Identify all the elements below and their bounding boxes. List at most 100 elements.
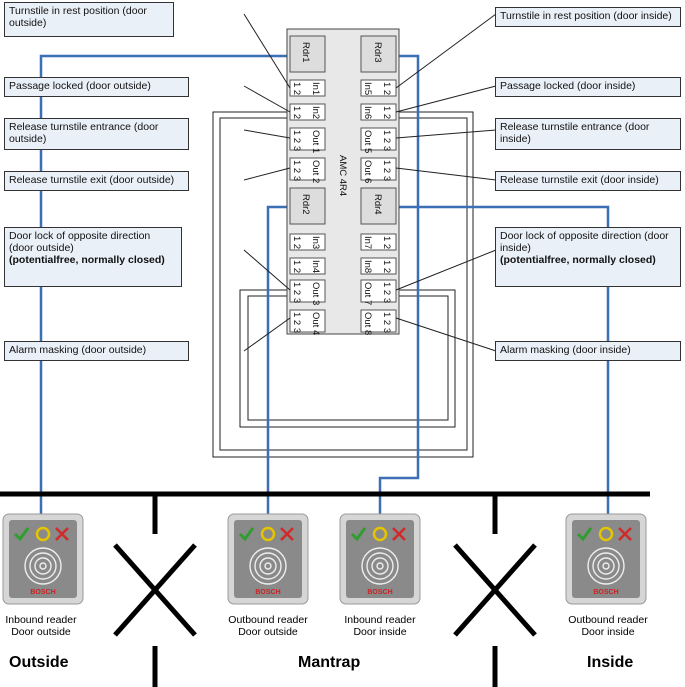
terminal-in1: In1 xyxy=(310,82,321,95)
pins-out4: 1 2 3 xyxy=(291,312,302,333)
label-door-lock-outside: Door lock of opposite direction (door ou… xyxy=(4,227,182,287)
controller-title: AMC 4R4 xyxy=(337,155,348,196)
label-turnstile-rest-outside: Turnstile in rest position (door outside… xyxy=(4,2,174,37)
pins-out1: 1 2 3 xyxy=(291,130,302,151)
terminal-out3: Out 3 xyxy=(310,282,321,305)
pins-out6: 1 2 3 xyxy=(381,160,392,181)
terminal-out7: Out 7 xyxy=(362,282,373,305)
pins-in7: 1 2 xyxy=(381,236,392,249)
zone-inside: Inside xyxy=(587,654,634,671)
rdr4-label: Rdr4 xyxy=(372,194,383,215)
reader-caption-4: Outbound reader Door inside xyxy=(553,614,663,638)
pins-in3: 1 2 xyxy=(291,236,302,249)
terminal-out8: Out 8 xyxy=(362,312,373,335)
wire-outbound-outside xyxy=(266,205,290,515)
terminal-out4: Out 4 xyxy=(310,312,321,335)
card-reader-4: BOSCH xyxy=(565,513,647,605)
reader-2-line2: Door outside xyxy=(238,626,298,638)
label-passage-locked-inside: Passage locked (door inside) xyxy=(495,77,681,97)
label-release-exit-inside: Release turnstile exit (door inside) xyxy=(495,171,681,191)
reader-caption-1: Inbound reader Door outside xyxy=(0,614,96,638)
reader-4-line1: Outbound reader xyxy=(568,614,648,626)
terminal-out1: Out 1 xyxy=(310,130,321,153)
terminal-in6: In6 xyxy=(362,106,373,119)
deny-icon xyxy=(618,527,632,541)
brand-logo: BOSCH xyxy=(367,589,392,596)
pins-out8: 1 2 3 xyxy=(381,312,392,333)
pins-in4: 1 2 xyxy=(291,260,302,273)
wait-icon xyxy=(598,526,614,542)
terminal-in2: In2 xyxy=(310,106,321,119)
reader-4-line2: Door inside xyxy=(581,626,635,638)
wait-icon xyxy=(35,526,51,542)
terminal-in8: In8 xyxy=(362,260,373,273)
wire-outbound-inside xyxy=(396,205,610,515)
zone-outside: Outside xyxy=(9,654,69,671)
wire-inbound-inside xyxy=(378,54,420,515)
label-turnstile-rest-inside: Turnstile in rest position (door inside) xyxy=(495,7,681,27)
door-lock-inside-text: Door lock of opposite direction (door in… xyxy=(500,230,669,254)
check-icon xyxy=(13,527,30,542)
card-reader-1: BOSCH xyxy=(2,513,84,605)
pins-in8: 1 2 xyxy=(381,260,392,273)
terminal-in7: In7 xyxy=(362,236,373,249)
deny-icon xyxy=(392,527,406,541)
rfid-icon xyxy=(361,547,399,585)
rdr4-block xyxy=(360,187,397,225)
check-icon xyxy=(576,527,593,542)
wait-icon xyxy=(372,526,388,542)
label-passage-locked-outside: Passage locked (door outside) xyxy=(4,77,189,97)
card-reader-2: BOSCH xyxy=(227,513,309,605)
reader-2-line1: Outbound reader xyxy=(228,614,308,626)
rdr3-label: Rdr3 xyxy=(372,42,383,63)
terminal-in5: In5 xyxy=(362,82,373,95)
terminal-out5: Out 5 xyxy=(362,130,373,153)
label-release-entrance-inside: Release turnstile entrance (door inside) xyxy=(495,118,681,150)
label-alarm-masking-inside: Alarm masking (door inside) xyxy=(495,341,681,361)
check-icon xyxy=(238,527,255,542)
wire-inbound-outside xyxy=(39,54,290,515)
label-release-exit-outside: Release turnstile exit (door outside) xyxy=(4,171,189,191)
rdr2-block xyxy=(289,187,326,225)
label-alarm-masking-outside: Alarm masking (door outside) xyxy=(4,341,189,361)
deny-icon xyxy=(55,527,69,541)
terminal-out6: Out 6 xyxy=(362,160,373,183)
door-lock-inside-note: (potentialfree, normally closed) xyxy=(500,254,656,266)
controller-board xyxy=(286,28,400,335)
pins-in2: 1 2 xyxy=(291,106,302,119)
terminal-out2: Out 2 xyxy=(310,160,321,183)
zone-mantrap: Mantrap xyxy=(298,654,361,671)
pins-in1: 1 2 xyxy=(291,82,302,95)
rdr2-label: Rdr2 xyxy=(300,194,311,215)
pins-out2: 1 2 3 xyxy=(291,160,302,181)
rfid-icon xyxy=(587,547,625,585)
terminal-in4: In4 xyxy=(310,260,321,273)
rdr1-label: Rdr1 xyxy=(300,42,311,63)
reader-3-line1: Inbound reader xyxy=(344,614,416,626)
label-door-lock-inside: Door lock of opposite direction (door in… xyxy=(495,227,681,287)
card-reader-3: BOSCH xyxy=(339,513,421,605)
rfid-icon xyxy=(24,547,62,585)
pins-in6: 1 2 xyxy=(381,106,392,119)
label-release-entrance-outside: Release turnstile entrance (door outside… xyxy=(4,118,189,150)
deny-icon xyxy=(280,527,294,541)
brand-logo: BOSCH xyxy=(255,589,280,596)
door-lock-outside-text: Door lock of opposite direction (door ou… xyxy=(9,230,151,254)
rdr3-block xyxy=(360,35,397,73)
brand-logo: BOSCH xyxy=(593,589,618,596)
terminal-in3: In3 xyxy=(310,236,321,249)
pins-out3: 1 2 3 xyxy=(291,282,302,303)
reader-caption-3: Inbound reader Door inside xyxy=(325,614,435,638)
rdr1-block xyxy=(289,35,326,73)
brand-logo: BOSCH xyxy=(30,589,55,596)
pins-in5: 1 2 xyxy=(381,82,392,95)
door-lock-outside-note: (potentialfree, normally closed) xyxy=(9,254,165,266)
reader-1-line1: Inbound reader xyxy=(5,614,77,626)
reader-3-line2: Door inside xyxy=(353,626,407,638)
pins-out5: 1 2 3 xyxy=(381,130,392,151)
wait-icon xyxy=(260,526,276,542)
pins-out7: 1 2 3 xyxy=(381,282,392,303)
reader-1-line2: Door outside xyxy=(11,626,71,638)
rfid-icon xyxy=(249,547,287,585)
